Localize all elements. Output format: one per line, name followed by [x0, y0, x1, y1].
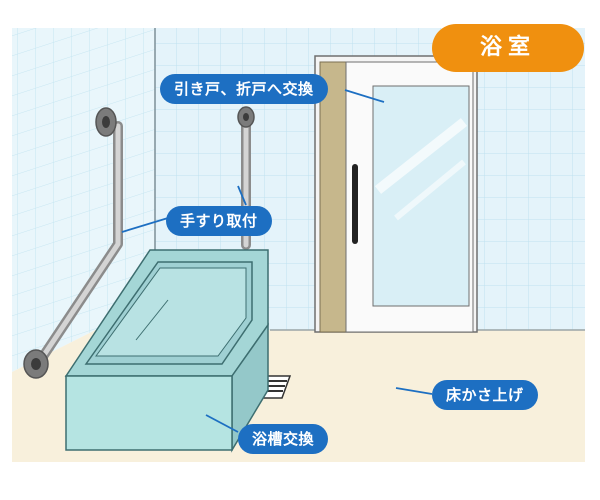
bathtub-inner-edge: [135, 299, 169, 341]
glass-reflection: [394, 159, 466, 221]
label-door: 引き戸、折戸へ交換: [160, 74, 328, 104]
label-floor: 床かさ上げ: [432, 380, 538, 410]
bathtub-front: [65, 375, 233, 451]
glass-reflection: [374, 118, 468, 194]
title-badge: 浴室: [432, 24, 584, 72]
leader-line-bathtub: [205, 414, 239, 433]
leader-line-floor: [395, 387, 433, 395]
leader-line-door: [344, 89, 385, 103]
side-wall: [12, 28, 155, 372]
door-handle: [352, 164, 358, 244]
leader-line-handrail: [121, 217, 169, 233]
diagonal-handrail: [23, 107, 123, 379]
door: [314, 55, 478, 333]
label-handrail: 手すり取付: [166, 206, 272, 236]
door-side-panel: [319, 61, 347, 333]
leader-line-handrail: [237, 185, 247, 206]
bathtub-water: [95, 267, 247, 357]
bathtub: [64, 249, 269, 453]
label-bathtub: 浴槽交換: [238, 424, 329, 454]
